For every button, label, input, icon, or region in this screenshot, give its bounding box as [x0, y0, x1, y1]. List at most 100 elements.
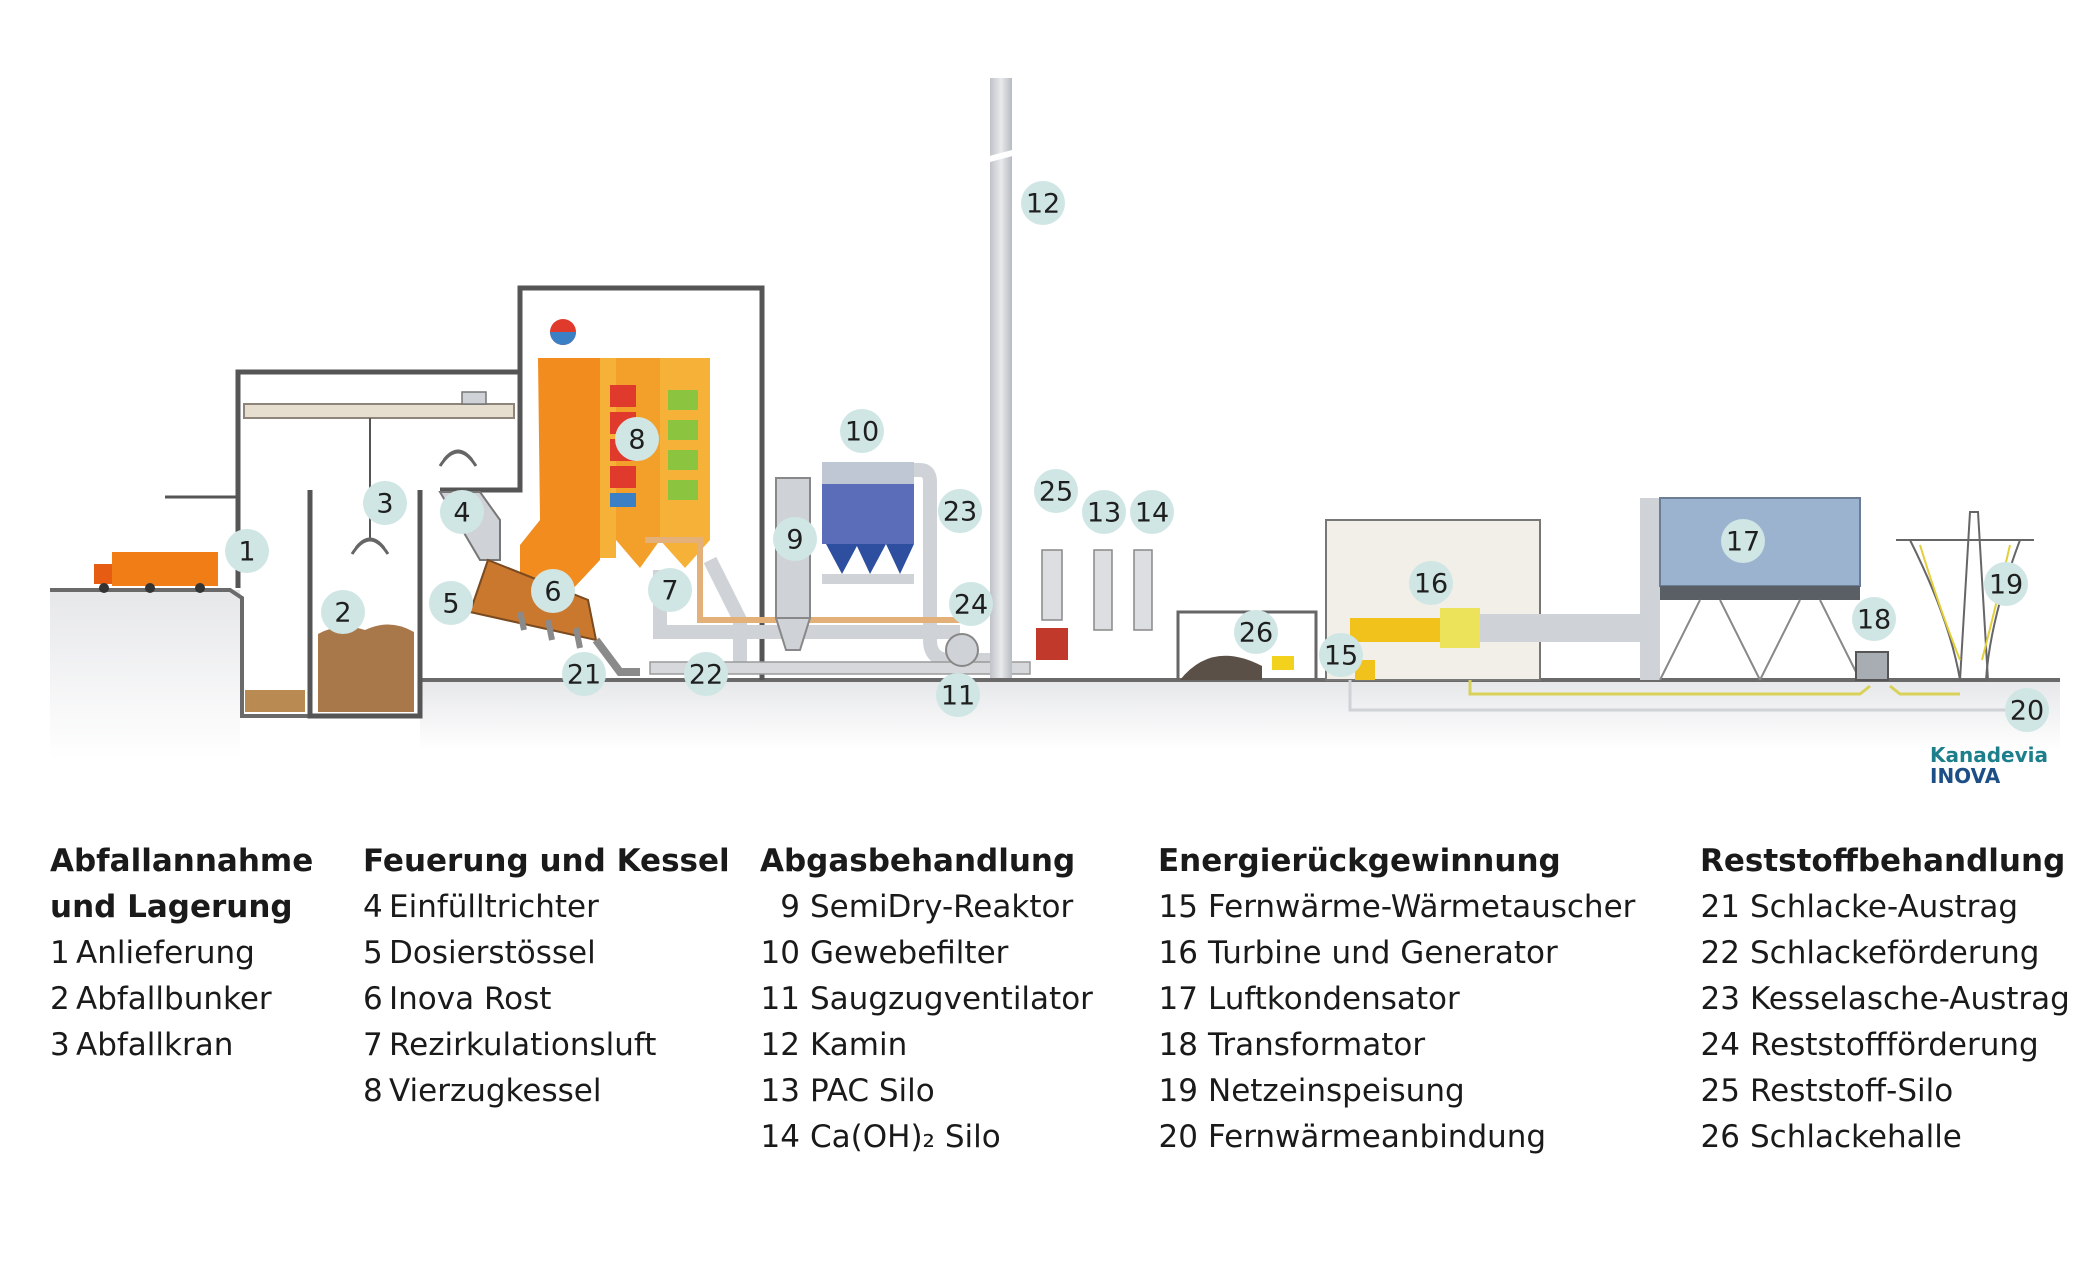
lime-silo: [1133, 549, 1153, 631]
marker-15: 15: [1319, 633, 1363, 677]
legend-item-number: 16: [1158, 935, 1198, 971]
marker-circle: [684, 652, 728, 696]
legend-item-number: 9: [780, 889, 800, 925]
legend-item-text: Schlackehalle: [1750, 1119, 1962, 1155]
waste-bunker: [245, 624, 414, 712]
marker-7: 7: [648, 568, 692, 612]
delivery-truck: [94, 552, 218, 593]
legend-item-text: Reststoff-Silo: [1750, 1073, 1954, 1109]
legend-item-text: Fernwärmeanbindung: [1208, 1119, 1547, 1155]
residue-conveyor: [645, 537, 960, 623]
legend-item-text: Luftkondensator: [1208, 981, 1460, 1017]
marker-13: 13: [1082, 490, 1126, 534]
brand-line-2: INOVA: [1930, 764, 2001, 788]
marker-label: 23: [943, 497, 977, 528]
legend-item-number: 10: [760, 935, 800, 971]
legend-item-number: 20: [1158, 1119, 1198, 1155]
legend-item-text: Einfülltrichter: [389, 889, 599, 925]
marker-21: 21: [562, 652, 606, 696]
marker-circle: [936, 673, 980, 717]
marker-label: 7: [661, 576, 678, 607]
legend-item-number: 18: [1158, 1027, 1198, 1063]
legend-item-text: Gewebefilter: [810, 935, 1009, 971]
marker-circle: [1234, 610, 1278, 654]
marker-circle: [648, 568, 692, 612]
legend-item: 19 Netzeinspeisung: [1158, 1068, 1635, 1114]
legend-heading: Energierückgewinnung: [1158, 843, 1561, 879]
power-pylon: [1896, 511, 2034, 681]
legend-item-text: Fernwärme-Wärmetauscher: [1208, 889, 1636, 925]
marker-label: 9: [786, 525, 803, 556]
legend-item-text: Netzeinspeisung: [1208, 1073, 1465, 1109]
marker-6: 6: [531, 569, 575, 613]
legend-item-text: Dosierstössel: [389, 935, 596, 971]
marker-circle: [949, 582, 993, 626]
legend-item-text: Rezirkulationsluft: [389, 1027, 657, 1063]
marker-circle: [1082, 490, 1126, 534]
residue-silo: [1036, 549, 1068, 660]
legend-item-text: Schlackeförderung: [1750, 935, 2040, 971]
legend-item-text: Abfallbunker: [76, 981, 272, 1017]
legend-item-number: 21: [1700, 889, 1740, 925]
marker-14: 14: [1130, 490, 1174, 534]
legend-heading: und Lagerung: [50, 889, 293, 925]
marker-label: 17: [1726, 527, 1760, 558]
marker-label: 10: [845, 417, 879, 448]
legend-item: 24 Reststoffförderung: [1700, 1022, 2070, 1068]
legend-item-text: Turbine und Generator: [1208, 935, 1558, 971]
legend-item-text: Abfallkran: [76, 1027, 234, 1063]
legend-item-text: SemiDry-Reaktor: [810, 889, 1074, 925]
legend-item-number: 12: [760, 1027, 800, 1063]
semidry-reactor: [774, 477, 812, 651]
transformer: [1855, 651, 1889, 681]
marker-circle: [1319, 633, 1363, 677]
marker-label: 22: [689, 660, 723, 691]
legend-item-text: Anlieferung: [76, 935, 255, 971]
marker-circle: [429, 581, 473, 625]
marker-17: 17: [1721, 519, 1765, 563]
legend-item-number: 3: [50, 1027, 70, 1063]
marker-3: 3: [363, 481, 407, 525]
marker-12: 12: [1021, 181, 1065, 225]
marker-label: 6: [544, 577, 561, 608]
marker-label: 11: [941, 681, 975, 712]
marker-circle: [562, 652, 606, 696]
marker-25: 25: [1034, 469, 1078, 513]
legend-heading: Reststoffbehandlung: [1700, 843, 2066, 879]
legend-item-text: PAC Silo: [810, 1073, 935, 1109]
legend-item: 12 Kamin: [760, 1022, 1093, 1068]
marker-circle: [1984, 562, 2028, 606]
id-fan: [945, 633, 979, 667]
legend-heading: Feuerung und Kessel: [363, 843, 730, 879]
legend-item-number: 24: [1700, 1027, 1740, 1063]
legend-item-number: 19: [1158, 1073, 1198, 1109]
marker-label: 21: [567, 660, 601, 691]
legend-item-text: Reststoffförderung: [1750, 1027, 2039, 1063]
marker-circle: [225, 529, 269, 573]
marker-2: 2: [321, 590, 365, 634]
marker-9: 9: [773, 517, 817, 561]
legend-item-text: Transformator: [1208, 1027, 1426, 1063]
legend-item-text: Kamin: [810, 1027, 908, 1063]
marker-16: 16: [1409, 561, 1453, 605]
marker-label: 14: [1135, 498, 1169, 529]
marker-circle: [1034, 469, 1078, 513]
marker-label: 18: [1857, 605, 1891, 636]
legend-item-number: 4: [363, 889, 383, 925]
legend-item-number: 13: [760, 1073, 800, 1109]
legend-item-text: Vierzugkessel: [389, 1073, 602, 1109]
marker-label: 4: [453, 498, 470, 529]
